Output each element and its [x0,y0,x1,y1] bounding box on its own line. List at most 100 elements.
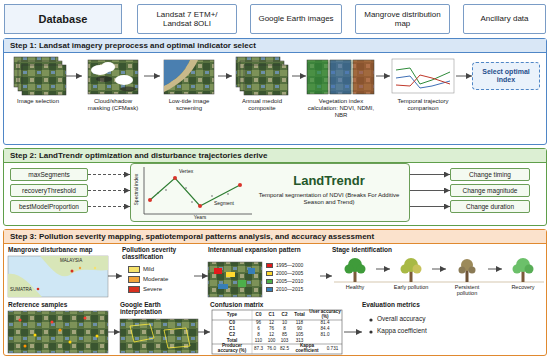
landtrendr-chart [130,163,410,222]
node-title: Mangrove disturbance map [8,246,108,253]
table-cell: 10 [278,320,291,326]
legend-item: 2000—2005 [266,271,303,277]
legend-item: 2005—2010 [266,279,303,285]
table-cell: 110 [252,338,265,344]
table-cell: Type [212,310,252,320]
table-cell: 76.0 [265,344,278,354]
metric-item: Overall accuracy [377,316,517,323]
table-cell: 0.731 [323,344,342,354]
flow-arrow [410,174,450,175]
node-title: Google Earth images [258,14,333,23]
legend-text: Mild [143,266,154,273]
node-title: Change timing [469,171,511,178]
legend-text: Severe [143,286,162,293]
tree-icon [345,265,354,274]
tree-icon [334,282,544,283]
legend-text: 2005—2010 [276,279,303,285]
node-title: Image selection [11,98,65,105]
flow-arrow [432,269,446,270]
node-subtitle: Temporal segmentation of NDVI (Breaks Fo… [253,192,405,206]
table-cell: Kappa coefficient [291,344,323,354]
dashed-arrow [88,206,130,207]
legend-swatch [128,266,140,273]
legend-swatch [266,279,273,284]
legend-item: 2010—2015 [266,287,303,293]
expansion-map [218,284,228,289]
dashed-arrow [88,190,130,191]
google-earth-image [164,328,190,348]
algorithm-box: LandTrendrTemporal segmentation of NDVI … [130,163,410,222]
step-panel: Step 1: Landsat imagery preprocess and o… [3,38,547,145]
cloud-mask-image [115,75,133,85]
output-box: Select optimal index [472,62,540,90]
landtrendr-chart [148,198,152,202]
table-cell: 103 [278,338,291,344]
node-title: LandTrendr [253,174,405,189]
chart-annotation: Segment [214,201,244,206]
node-title: Step 2: LandTrendr optimization and dist… [4,149,546,163]
cloud-mask-image [96,76,112,82]
legend-text: Moderate [143,276,168,283]
landtrendr-chart [227,193,229,195]
node-title: Pollution severity classification [122,246,194,261]
flow-arrow [66,76,82,77]
expansion-map [208,262,262,297]
google-earth-image [120,319,198,353]
source-box: Ancillary data [463,4,546,34]
cloud-mask-image [120,87,136,92]
low-tide-image [164,60,198,92]
table-cell: 76 [265,326,278,332]
reference-map [69,341,72,344]
node-title: Landsat 7 ETM+/ Landsat 8OLI [142,10,232,28]
disturbance-map [94,267,96,269]
result-panel: Google Earth interpretation [120,301,198,354]
google-earth-image [120,319,198,353]
expansion-map [226,272,235,277]
tree-icon [357,265,366,274]
reference-map [19,319,22,322]
metric-item: Kappa coefficient [377,328,517,335]
node-title: Database [39,13,88,26]
disturbance-map [40,256,108,276]
bullet-dot [369,318,372,333]
table-cell: Total [212,338,252,344]
table-cell: 105 [291,332,308,338]
axis-label: Years [180,215,220,220]
process-step: Vegetation index calculation: NDVI, NDMI… [306,57,376,119]
table-cell: C1 [265,310,278,320]
legend-item: Severe [128,286,162,293]
legend-text: 2010—2015 [276,287,303,293]
legend-swatch [266,287,273,292]
tree-icon [401,265,410,274]
disturbance-map [8,256,108,297]
result-panel: Reference samples [8,301,108,354]
table-cell: 100 [265,338,278,344]
legend-item: Mild [128,266,154,273]
tree-icon [413,265,422,274]
disturbance-map [8,256,108,297]
node-title: Mangrove distribution map [360,10,445,28]
low-tide-image [164,60,214,94]
parameter-box: bestModelProportion [10,200,88,213]
map-label: MALAYSIA [60,259,100,264]
flow-arrow [344,332,362,333]
flow-arrow [198,332,210,333]
source-box: Landsat 7 ETM+/ Landsat 8OLI [137,4,237,34]
bullet-dot [369,318,372,321]
legend-text: 1995—2000 [276,263,303,269]
table-cell: 8 [278,326,291,332]
trajectory-chart [392,59,454,93]
landtrendr-chart [238,183,242,187]
table-cell: 84.4 [308,326,342,332]
database-label: Database [4,4,122,34]
landtrendr-chart [198,204,202,208]
node-title: Change duration [466,203,514,210]
cloud-mask-image [88,60,138,94]
table-cell: C2 [278,310,291,320]
landtrendr-chart [173,176,177,180]
landtrendr-chart [144,167,145,214]
reference-map [24,345,27,348]
tree-icon [525,265,534,274]
reference-map [8,311,108,353]
